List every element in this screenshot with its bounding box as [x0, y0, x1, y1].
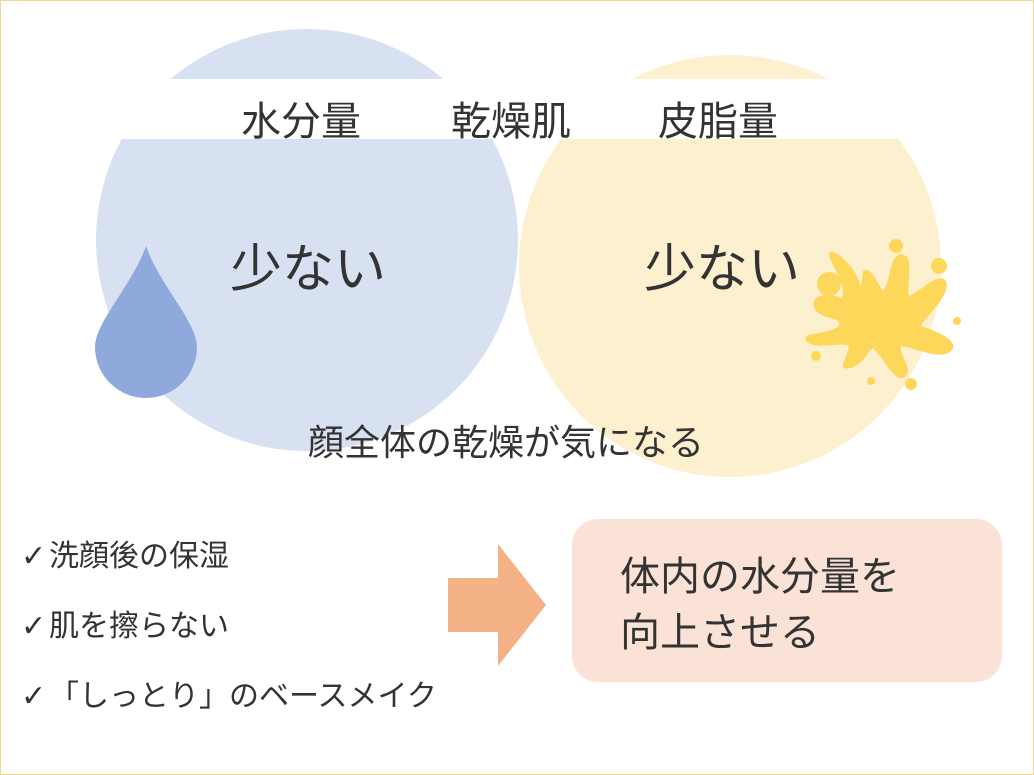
result-box: 体内の水分量を 向上させる — [572, 519, 1002, 682]
result-text: 体内の水分量を 向上させる — [620, 549, 900, 661]
title-band — [1, 79, 1033, 139]
check-item-label: 洗顔後の保湿 — [49, 539, 229, 574]
check-item: ✓肌を擦らない — [21, 601, 229, 645]
oil-splash-icon — [805, 239, 961, 390]
water-title: 水分量 — [241, 99, 361, 145]
result-line-1: 体内の水分量を — [620, 554, 900, 600]
check-item-label: 肌を擦らない — [49, 609, 229, 644]
check-item-label: 「しっとり」のベースメイク — [49, 679, 437, 714]
skin-type-title: 乾燥肌 — [451, 99, 571, 145]
check-item: ✓洗顔後の保湿 — [21, 531, 229, 575]
water-drop-icon — [95, 246, 197, 398]
sebum-title: 皮脂量 — [658, 99, 778, 145]
water-level: 少ない — [230, 240, 387, 300]
sebum-level: 少ない — [644, 240, 801, 300]
caption: 顔全体の乾燥が気になる — [308, 423, 705, 464]
check-icon: ✓ — [21, 609, 47, 644]
check-icon: ✓ — [21, 679, 47, 714]
check-icon: ✓ — [21, 539, 47, 574]
result-line-2: 向上させる — [620, 610, 820, 656]
arrow-right-icon — [448, 544, 546, 666]
check-item: ✓「しっとり」のベースメイク — [21, 671, 437, 715]
